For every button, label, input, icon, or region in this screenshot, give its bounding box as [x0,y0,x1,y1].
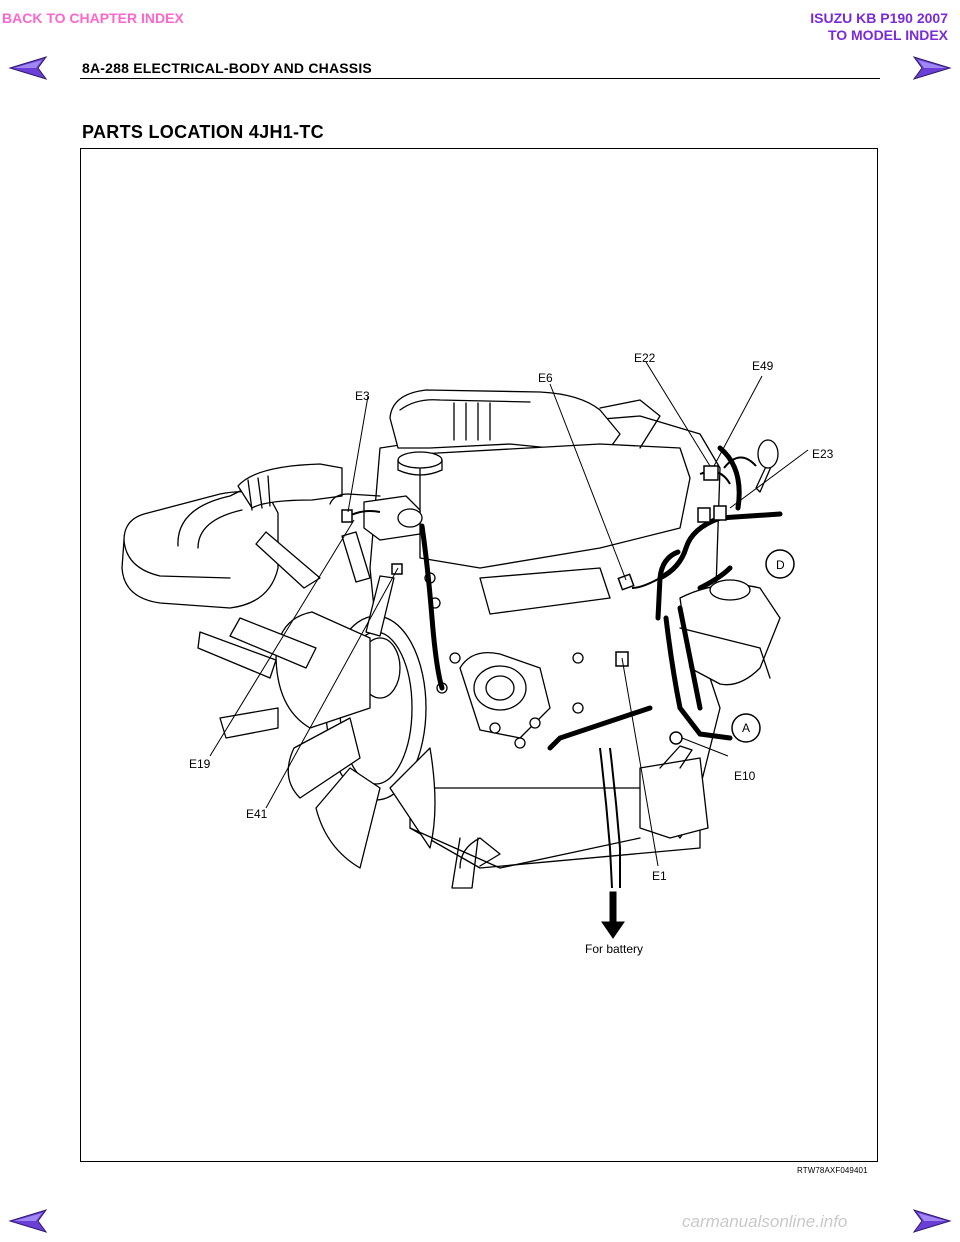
next-page-arrow-icon[interactable] [912,1208,952,1234]
callout-e23: E23 [812,447,834,461]
previous-page-arrow-icon[interactable] [8,1208,48,1234]
engine-diagram [121,361,809,939]
next-page-arrow-icon[interactable] [912,55,952,81]
callout-e49: E49 [752,359,774,373]
callout-e10: E10 [734,769,756,783]
callout-e3: E3 [355,389,370,403]
callout-a: A [742,721,751,735]
model-index-link[interactable]: ISUZU KB P190 2007 TO MODEL INDEX [810,10,948,44]
callout-d: D [776,558,785,572]
section-title: PARTS LOCATION 4JH1-TC [82,122,324,142]
model-title-line: ISUZU KB P190 2007 [810,10,948,26]
previous-page-arrow-icon[interactable] [8,55,48,81]
callout-for-battery: For battery [585,942,644,956]
callout-e1: E1 [652,869,667,883]
figure-code: RTW78AXF049401 [797,1166,868,1175]
callout-e41: E41 [246,807,268,821]
back-to-chapter-link[interactable]: BACK TO CHAPTER INDEX [2,10,184,26]
header-divider [80,78,880,79]
watermark: carmanualsonline.info [682,1212,848,1231]
figure-frame [80,148,878,1162]
callout-e22: E22 [634,351,656,365]
callout-e6: E6 [538,371,553,385]
model-index-line: TO MODEL INDEX [827,27,948,43]
page-header-title: 8A-288 ELECTRICAL-BODY AND CHASSIS [82,60,372,76]
callout-e19: E19 [189,757,211,771]
